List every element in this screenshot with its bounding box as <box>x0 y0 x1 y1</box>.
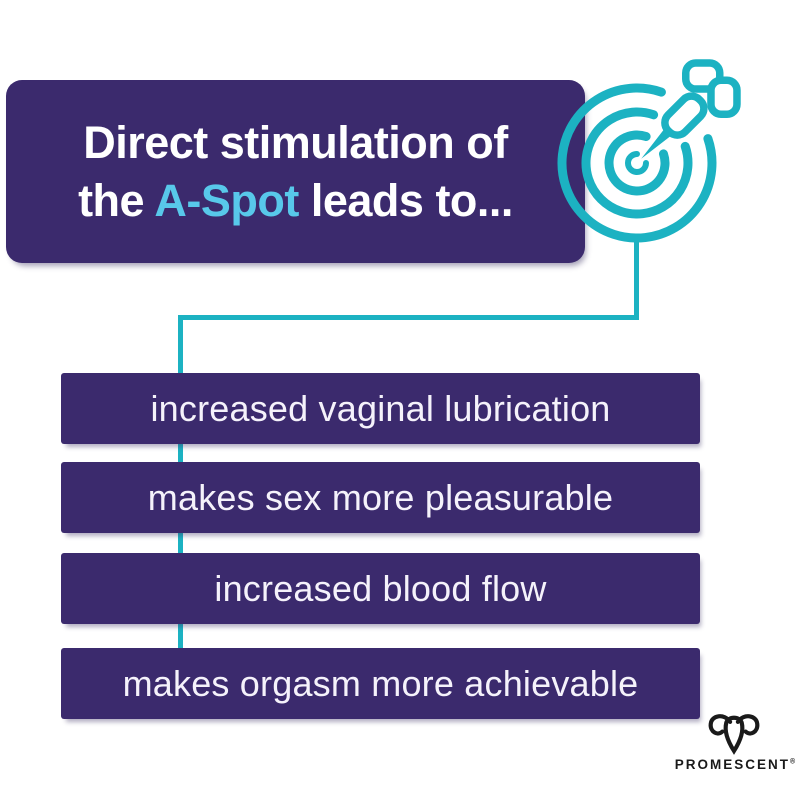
benefit-bar: increased vaginal lubrication <box>61 373 700 444</box>
title-line2-post: leads to... <box>298 174 514 226</box>
target-rings <box>557 83 717 243</box>
connector-line-horizontal <box>178 315 639 320</box>
title-line2-pre: the <box>78 174 155 226</box>
title-line1: Direct stimulation of <box>83 116 508 168</box>
brand-name: PROMESCENT® <box>655 757 800 772</box>
connector-line-from-target <box>634 241 639 320</box>
promescent-logo-icon <box>708 714 760 755</box>
benefit-bar: makes sex more pleasurable <box>61 462 700 533</box>
brand-name-text: PROMESCENT <box>674 757 791 772</box>
benefit-label: makes sex more pleasurable <box>147 476 614 518</box>
target-dart-icon <box>557 59 741 243</box>
benefit-bar: increased blood flow <box>61 553 700 624</box>
benefit-label: increased blood flow <box>214 567 547 609</box>
benefit-label: makes orgasm more achievable <box>122 662 639 704</box>
registered-mark: ® <box>790 758 796 766</box>
title-aspot-highlight: A-Spot <box>154 174 299 226</box>
ram-horns <box>708 714 760 755</box>
page-title: Direct stimulation of the A-Spot leads t… <box>78 114 513 230</box>
benefit-bar: makes orgasm more achievable <box>61 648 700 719</box>
header-card: Direct stimulation of the A-Spot leads t… <box>6 80 585 263</box>
dart <box>641 59 741 159</box>
benefit-label: increased vaginal lubrication <box>150 387 611 429</box>
